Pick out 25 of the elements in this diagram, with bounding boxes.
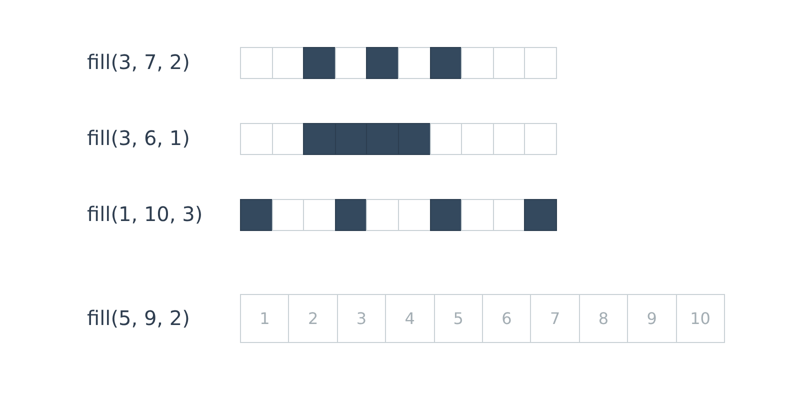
filled-cell <box>334 199 368 231</box>
filled-cell <box>240 199 273 231</box>
filled-cell <box>366 123 399 155</box>
function-call-label: fill(3, 7, 2) <box>87 52 190 72</box>
index-cell: 2 <box>288 294 338 343</box>
index-cell: 7 <box>530 294 580 343</box>
filled-cell <box>303 123 336 155</box>
function-call-label: fill(1, 10, 3) <box>87 204 203 224</box>
index-cell: 5 <box>434 294 483 343</box>
function-call-label: fill(5, 9, 2) <box>87 308 190 328</box>
index-cell: 10 <box>676 294 725 343</box>
index-cell: 6 <box>482 294 532 343</box>
index-cell: 3 <box>336 294 386 343</box>
filled-cell <box>430 199 462 231</box>
function-call-label: fill(3, 6, 1) <box>87 128 190 148</box>
filled-cell <box>430 47 462 79</box>
index-cell: 1 <box>240 294 290 343</box>
index-cell: 9 <box>627 294 677 343</box>
index-cell: 8 <box>578 294 628 343</box>
index-cell: 4 <box>385 294 435 343</box>
filled-cell <box>334 123 368 155</box>
filled-cell <box>524 199 557 231</box>
filled-cell <box>366 47 399 79</box>
filled-cell <box>303 47 336 79</box>
filled-cell <box>398 123 431 155</box>
